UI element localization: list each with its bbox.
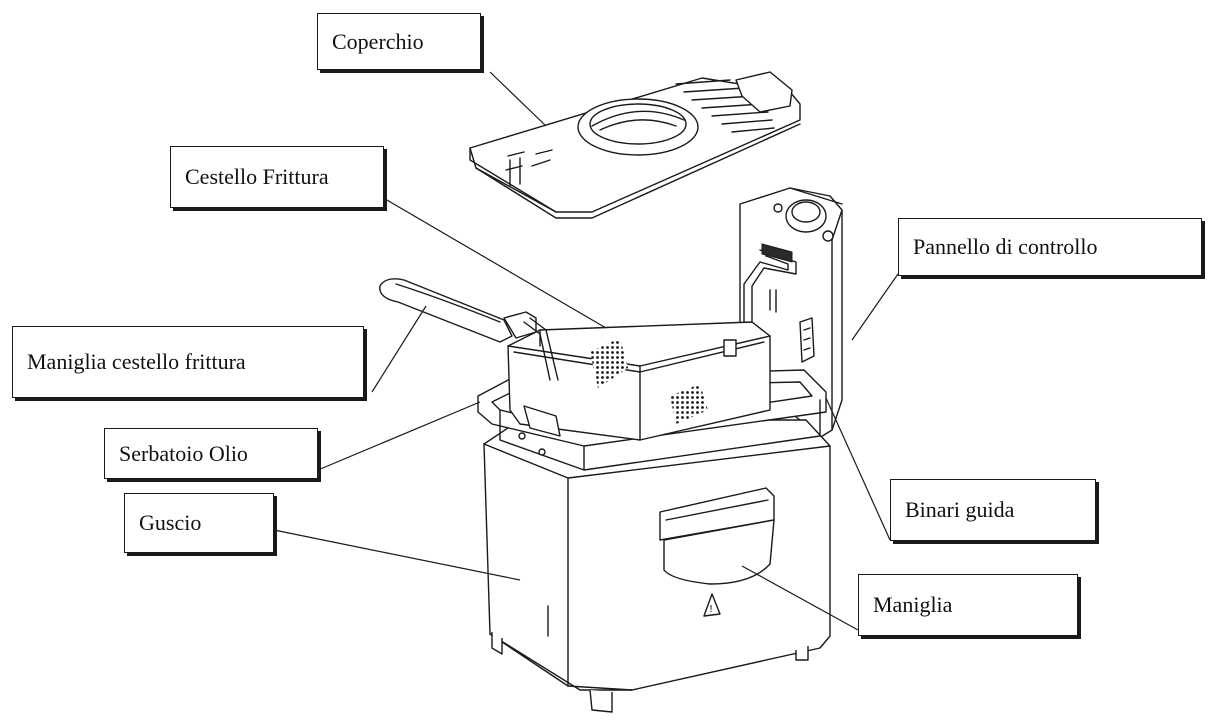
label-handle: Maniglia [858,574,1078,636]
fry-basket-part [507,321,771,441]
label-oil-tank: Serbatoio Olio [104,428,318,479]
shell-part: ! [483,419,831,713]
label-guide-rails: Binari guida [890,479,1096,541]
label-fry-basket: Cestello Frittura [170,146,384,208]
basket-handle-part [379,278,559,381]
lid-part [469,71,801,219]
label-basket-handle: Maniglia cestello frittura [12,326,364,398]
label-shell: Guscio [124,493,274,553]
svg-text:!: ! [709,604,713,615]
label-control-panel: Pannello di controllo [898,218,1202,276]
label-lid: Coperchio [317,13,481,70]
leader-lines [273,71,899,631]
